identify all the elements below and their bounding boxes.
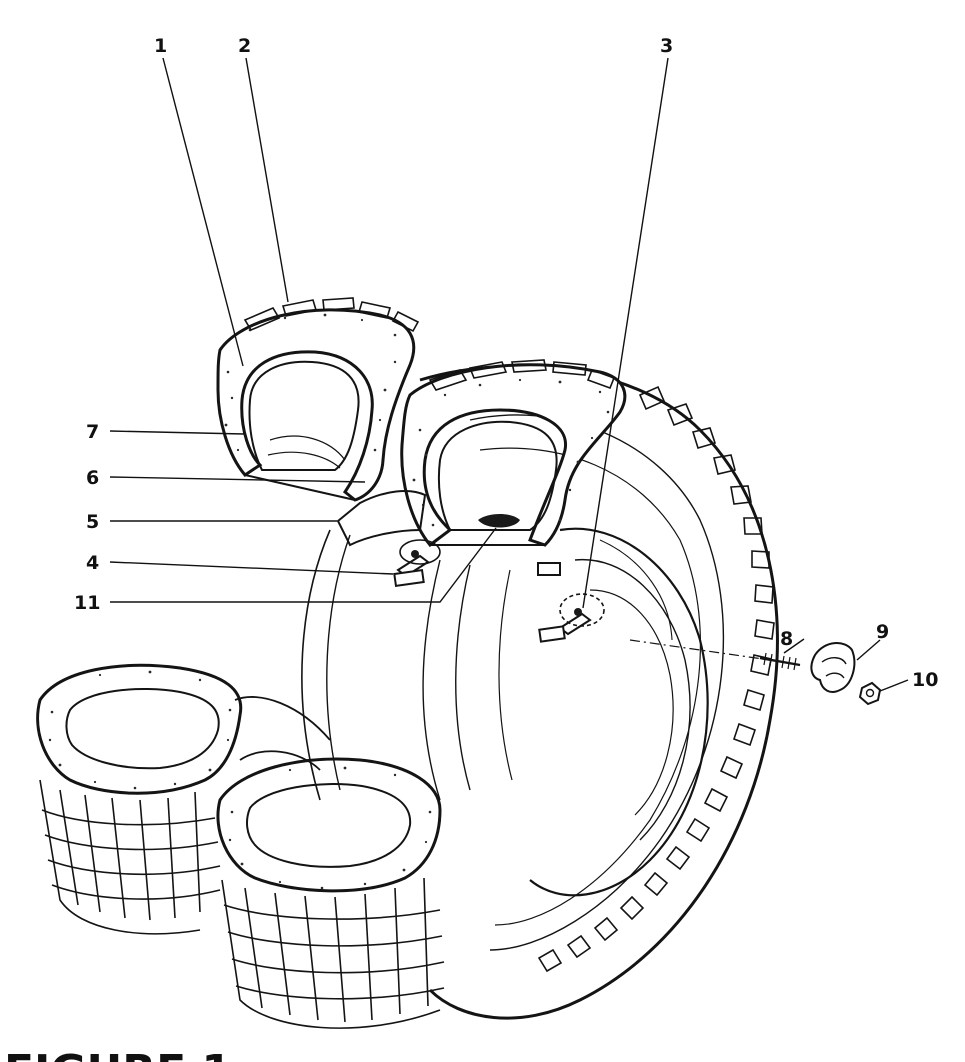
leader-7 [109,430,245,435]
callout-8: 8 [780,628,793,650]
nut [858,681,882,706]
callout-6: 6 [86,467,99,489]
valve-cap [810,642,856,693]
outer-tread-blocks [537,385,775,973]
valve-assembly-right [537,562,605,643]
right-tire-cross-section [400,359,627,548]
callout-9: 9 [876,621,889,643]
leader-1 [162,57,244,367]
bottom-left-speckles [48,670,232,790]
callout-2: 2 [238,35,251,57]
bottom-right-speckles [228,766,432,890]
flap-patch [478,514,520,528]
leader-3 [582,57,669,609]
callout-1: 1 [154,35,167,57]
inner-rim [301,529,513,801]
stud-bolt [629,639,801,671]
bottom-right-tread [221,877,445,1029]
valve-assembly-left [393,539,441,588]
callout-labels: 1 2 3 4 5 6 7 8 9 10 11 [74,35,938,691]
leader-4 [109,561,394,575]
leader-lines [109,57,909,692]
callout-5: 5 [86,511,99,533]
leader-6 [109,476,366,483]
rim-liner [336,490,427,547]
leader-11 [110,527,497,603]
callout-7: 7 [86,421,99,443]
bottom-left-tread [39,779,221,935]
right-top-tread [428,359,616,391]
callout-10: 10 [912,669,938,691]
callout-4: 4 [86,552,99,574]
left-tire-cross-section [216,297,420,502]
leader-10 [879,679,909,692]
callout-11: 11 [74,592,100,614]
left-section-speckles [224,313,397,452]
leader-8 [783,638,805,654]
figure-caption: FIGURE 1 [4,1046,232,1062]
callout-3: 3 [660,35,673,57]
leader-2 [245,57,289,303]
bottom-left-section [36,663,243,935]
bottom-right-section [216,696,445,1029]
outer-tire [419,364,779,1020]
left-top-tread [243,297,420,333]
leader-9 [856,639,881,661]
